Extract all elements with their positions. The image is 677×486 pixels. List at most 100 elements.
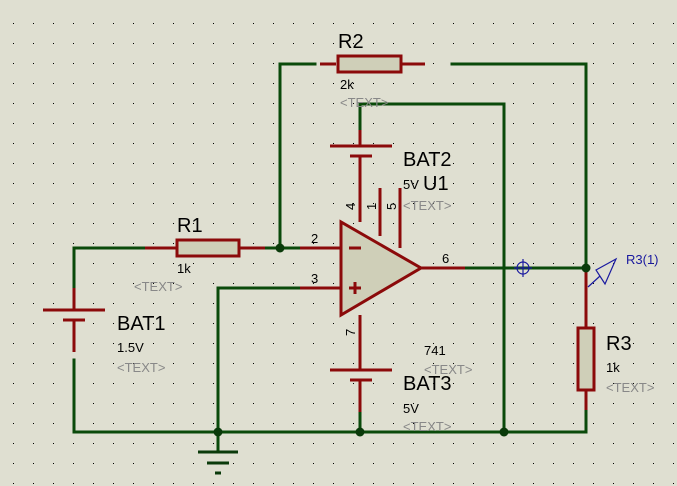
grid-dot [433, 423, 434, 424]
grid-dot [133, 363, 134, 364]
grid-dot [353, 203, 354, 204]
grid-dot [113, 383, 114, 384]
grid-dot [13, 363, 14, 364]
grid-dot [653, 323, 654, 324]
grid-dot [533, 343, 534, 344]
grid-dot [33, 363, 34, 364]
bat2-ref: BAT2 [403, 149, 452, 171]
grid-dot [473, 283, 474, 284]
grid-dot [633, 203, 634, 204]
grid-dot [393, 403, 394, 404]
grid-dot [193, 383, 194, 384]
grid-dot [333, 83, 334, 84]
grid-dot [633, 83, 634, 84]
grid-dot [413, 203, 414, 204]
battery-bat1[interactable]: BAT1 1.5V <TEXT> [43, 288, 166, 375]
grid-dot [313, 243, 314, 244]
grid-dot [613, 343, 614, 344]
grid-dot [113, 443, 114, 444]
wire-bat1-top[interactable] [72, 246, 147, 290]
voltage-probe-icon[interactable]: R3(1) [587, 252, 659, 288]
grid-dot [333, 223, 334, 224]
current-probe-icon[interactable] [514, 259, 532, 277]
grid-dot [273, 103, 274, 104]
wire-bat1-bottom[interactable] [72, 358, 588, 434]
grid-dot [433, 223, 434, 224]
grid-dot [173, 403, 174, 404]
grid-dot [153, 283, 154, 284]
wire-r2-left[interactable] [278, 62, 317, 250]
grid-dot [293, 183, 294, 184]
wire-r2-right[interactable] [450, 62, 588, 270]
grid-dot [293, 83, 294, 84]
grid-dot [173, 43, 174, 44]
grid-dot [513, 143, 514, 144]
grid-dot [613, 323, 614, 324]
grid-dot [313, 463, 314, 464]
grid-dot [13, 243, 14, 244]
grid-dot [613, 203, 614, 204]
ground-symbol[interactable] [198, 450, 238, 475]
grid-dot [513, 43, 514, 44]
grid-dot [353, 143, 354, 144]
grid-dot [433, 63, 434, 64]
grid-dot [273, 183, 274, 184]
grid-dot [413, 183, 414, 184]
grid-dot [33, 163, 34, 164]
grid-dot [153, 143, 154, 144]
grid-dot [13, 263, 14, 264]
grid-dot [153, 183, 154, 184]
grid-dot [293, 223, 294, 224]
grid-dot [113, 363, 114, 364]
grid-dot [253, 103, 254, 104]
grid-dot [233, 83, 234, 84]
grid-dot [193, 363, 194, 364]
grid-dot [653, 23, 654, 24]
grid-dot [513, 483, 514, 484]
grid-dot [353, 23, 354, 24]
grid-dot [453, 203, 454, 204]
grid-dot [13, 183, 14, 184]
grid-dot [593, 203, 594, 204]
grid-dot [73, 163, 74, 164]
grid-dot [13, 23, 14, 24]
grid-dot [73, 143, 74, 144]
grid-dot [453, 23, 454, 24]
resistor-r2[interactable]: R2 2k <TEXT> [320, 31, 425, 110]
grid-dot [53, 143, 54, 144]
grid-dot [453, 443, 454, 444]
grid-dot [233, 203, 234, 204]
grid-dot [253, 303, 254, 304]
grid-dot [533, 283, 534, 284]
resistor-r3[interactable]: R3 1k <TEXT> [576, 268, 654, 410]
grid-dot [33, 263, 34, 264]
wire-noninv-ground[interactable] [216, 286, 302, 452]
grid-dot [313, 403, 314, 404]
grid-dot [213, 123, 214, 124]
grid-dot [93, 283, 94, 284]
grid-dot [213, 403, 214, 404]
grid-dot [333, 323, 334, 324]
grid-dot [133, 403, 134, 404]
grid-dot [493, 163, 494, 164]
grid-dot [153, 423, 154, 424]
grid-dot [573, 343, 574, 344]
grid-dot [73, 183, 74, 184]
grid-dot [333, 263, 334, 264]
grid-dot [453, 143, 454, 144]
battery-bat3[interactable]: BAT3 5V <TEXT> [330, 315, 452, 434]
grid-dot [233, 303, 234, 304]
grid-dot [473, 463, 474, 464]
grid-dot [293, 403, 294, 404]
grid-dot [93, 163, 94, 164]
grid-dot [433, 263, 434, 264]
grid-dot [353, 103, 354, 104]
battery-bat2[interactable]: BAT2 5V [330, 130, 452, 222]
grid-dot [373, 123, 374, 124]
resistor-r1[interactable]: R1 1k <TEXT> [134, 215, 265, 294]
grid-dot [33, 443, 34, 444]
grid-dot [153, 343, 154, 344]
opamp-u1[interactable]: 2 3 6 4 1 5 7 U1 <TEXT> 741 <TEXT> [300, 173, 472, 377]
grid-dot [673, 83, 674, 84]
